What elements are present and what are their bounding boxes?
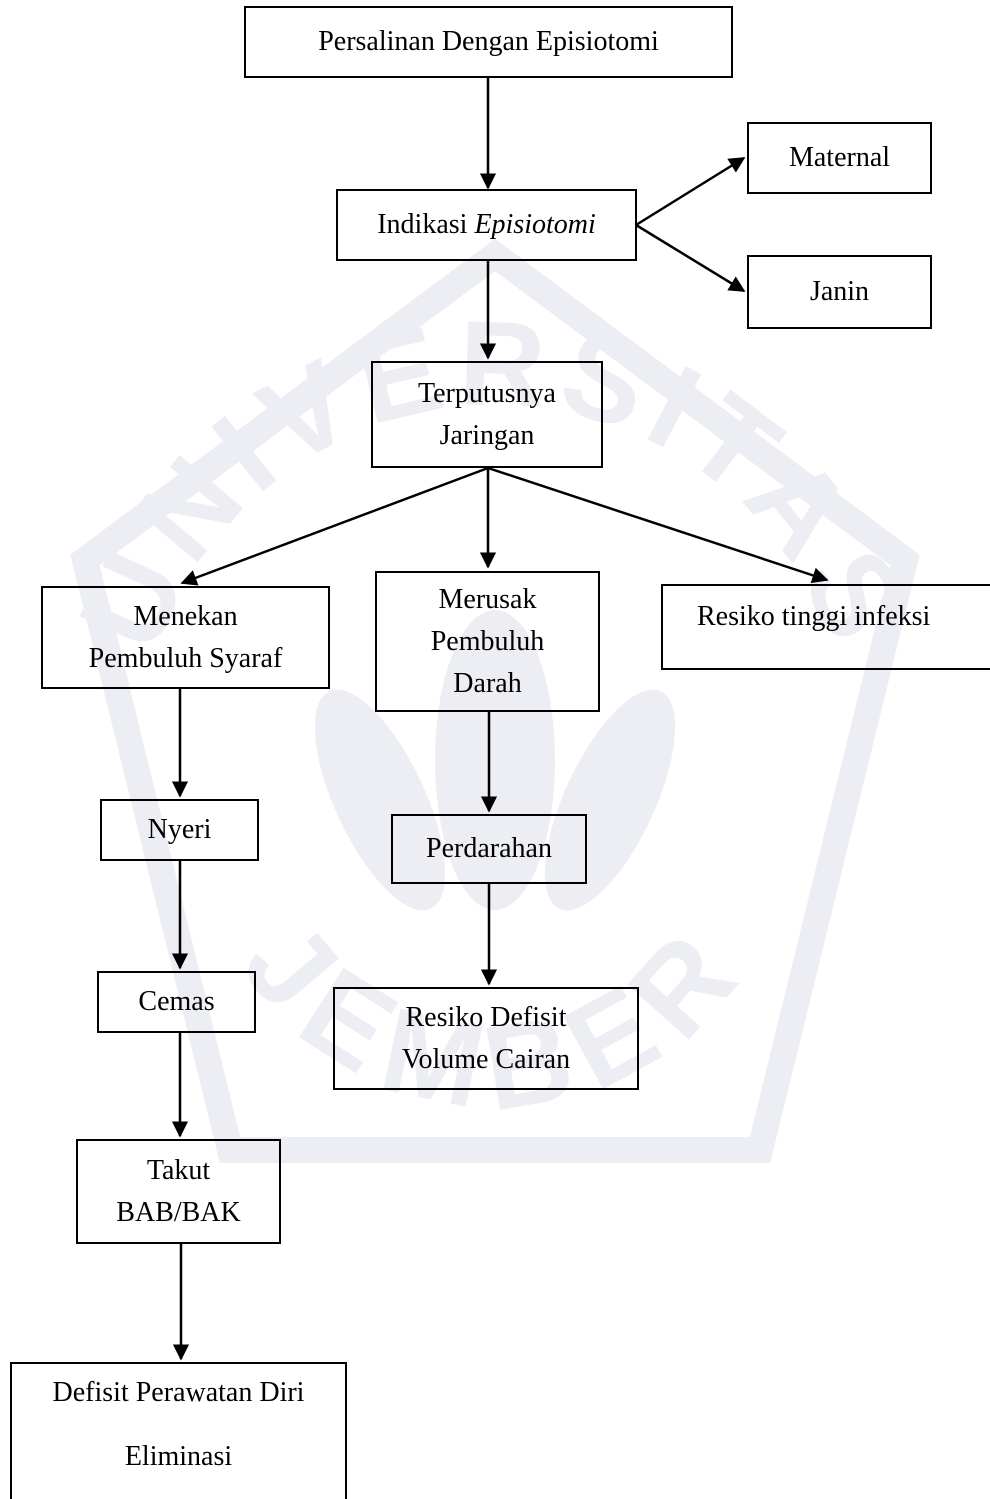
- arrow-terputusnya-to-menekan: [180, 466, 489, 586]
- node-menekan-pembuluh-syaraf: Menekan Pembuluh Syaraf: [41, 586, 330, 689]
- node-label: Nyeri: [147, 814, 212, 845]
- node-resiko-tinggi-infeksi: Resiko tinggi infeksi: [661, 584, 990, 670]
- node-persalinan-dengan-episiotomi: Persalinan Dengan Episiotomi: [244, 6, 733, 78]
- node-label-line-2: Pembuluh Syaraf: [88, 642, 283, 674]
- node-perdarahan: Perdarahan: [391, 814, 587, 884]
- node-label: Resiko tinggi infeksi: [697, 601, 931, 632]
- node-label-episiotomi-italic: Episiotomi: [474, 209, 596, 240]
- node-label-line-2: BAB/BAK: [116, 1196, 241, 1228]
- node-merusak-pembuluh-darah: Merusak Pembuluh Darah: [375, 571, 600, 712]
- node-label: Persalinan Dengan Episiotomi: [318, 26, 659, 57]
- node-indikasi-episiotomi: Indikasi Episiotomi: [336, 189, 637, 261]
- node-label-line-1: Merusak: [438, 583, 537, 615]
- node-label-indikasi: Indikasi: [377, 209, 475, 240]
- node-label-line-2: Pembuluh: [430, 625, 545, 657]
- node-terputusnya-jaringan: Terputusnya Jaringan: [371, 361, 603, 468]
- node-label-line-1: Takut: [146, 1154, 211, 1186]
- node-label-line-3: Darah: [453, 667, 522, 699]
- node-takut-bab-bak: Takut BAB/BAK: [76, 1139, 281, 1244]
- node-label-line-1: Menekan: [133, 600, 238, 632]
- node-label-line-2: Eliminasi: [124, 1441, 233, 1472]
- node-label: Cemas: [138, 986, 215, 1017]
- node-label: Indikasi Episiotomi: [377, 204, 596, 246]
- arrow-indikasi-to-maternal: [635, 156, 746, 227]
- node-defisit-perawatan-diri-eliminasi: Defisit Perawatan Diri Eliminasi: [10, 1362, 347, 1499]
- node-nyeri: Nyeri: [100, 799, 259, 861]
- node-label-line-1: Terputusnya: [417, 377, 556, 409]
- node-label-line-2: Jaringan: [439, 419, 535, 451]
- arrow-indikasi-to-janin: [635, 223, 746, 293]
- node-resiko-defisit-volume-cairan: Resiko Defisit Volume Cairan: [333, 987, 639, 1090]
- node-janin: Janin: [747, 255, 932, 329]
- arrow-terputusnya-to-resiko-infeksi: [487, 466, 829, 584]
- node-label: Janin: [809, 276, 870, 307]
- node-maternal: Maternal: [747, 122, 932, 194]
- node-cemas: Cemas: [97, 971, 256, 1033]
- node-label: Maternal: [788, 142, 891, 173]
- node-label: Perdarahan: [426, 833, 552, 864]
- node-label-line-1: Resiko Defisit: [405, 1001, 567, 1033]
- node-label-line-1: Defisit Perawatan Diri: [52, 1377, 305, 1408]
- node-label-line-2: Volume Cairan: [401, 1043, 571, 1075]
